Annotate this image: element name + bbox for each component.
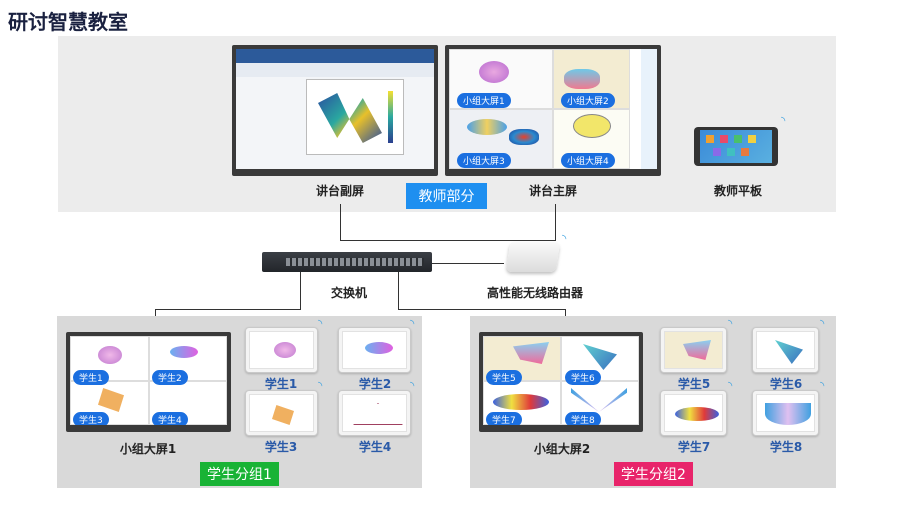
- student-tablet: [338, 327, 411, 373]
- connector-line: [340, 240, 556, 241]
- podium-main-screen-label: 讲台主屏: [528, 184, 578, 198]
- group-screen-2-label: 小组大屏2: [533, 442, 591, 456]
- student-tablet: [245, 327, 318, 373]
- podium-main-screen: 小组大屏1 小组大屏2 小组大屏3 小组大屏4: [445, 45, 661, 176]
- connector-line: [555, 204, 556, 241]
- podium-sub-screen: [232, 45, 438, 176]
- student-tablet-label: 学生8: [769, 440, 803, 454]
- student-tablet-label: 学生7: [677, 440, 711, 454]
- connector-line: [398, 272, 399, 310]
- wifi-icon: ◝: [562, 232, 567, 245]
- wireless-router: [505, 242, 561, 272]
- student-screen-tag: 学生6: [565, 370, 601, 385]
- wifi-icon: ◝: [318, 317, 323, 330]
- student-group-1-button[interactable]: 学生分组1: [200, 462, 279, 486]
- connector-line: [340, 204, 341, 241]
- student-tablet: [338, 390, 411, 436]
- connector-line: [432, 263, 504, 264]
- wifi-icon: ◝: [410, 379, 415, 392]
- student-screen-tag: 学生1: [73, 370, 109, 385]
- student-tablet-label: 学生5: [677, 377, 711, 391]
- router-label: 高性能无线路由器: [486, 286, 584, 300]
- main-screen-tag: 小组大屏1: [457, 93, 511, 108]
- student-screen-tag: 学生8: [565, 412, 601, 425]
- student-tablet-label: 学生2: [358, 377, 392, 391]
- student-group-2-button[interactable]: 学生分组2: [614, 462, 693, 486]
- network-switch: [262, 252, 432, 272]
- student-screen-tag: 学生3: [73, 412, 109, 425]
- page-title: 研讨智慧教室: [8, 10, 128, 34]
- teacher-tablet: [694, 127, 778, 166]
- student-screen-tag: 学生4: [152, 412, 188, 425]
- wifi-icon: ◝: [781, 114, 786, 127]
- student-tablet: [660, 390, 727, 436]
- student-tablet-label: 学生1: [264, 377, 298, 391]
- teacher-section-button[interactable]: 教师部分: [406, 183, 487, 209]
- wifi-icon: ◝: [820, 379, 825, 392]
- switch-label: 交换机: [330, 286, 368, 300]
- main-screen-tag: 小组大屏4: [561, 153, 615, 168]
- wifi-icon: ◝: [728, 317, 733, 330]
- main-screen-tag: 小组大屏3: [457, 153, 511, 168]
- student-tablet: [752, 390, 819, 436]
- group-screen-1: 学生1 学生2 学生3 学生4: [66, 332, 231, 432]
- student-tablet-label: 学生4: [358, 440, 392, 454]
- connector-line: [300, 272, 301, 310]
- connector-line: [398, 309, 566, 310]
- student-screen-tag: 学生7: [486, 412, 522, 425]
- student-tablet: [752, 327, 819, 373]
- wifi-icon: ◝: [410, 317, 415, 330]
- wifi-icon: ◝: [318, 379, 323, 392]
- wifi-icon: ◝: [728, 379, 733, 392]
- connector-line: [155, 309, 301, 310]
- group-screen-1-label: 小组大屏1: [119, 442, 177, 456]
- group-screen-2: 学生5 学生6 学生7 学生8: [479, 332, 643, 432]
- main-screen-tag: 小组大屏2: [561, 93, 615, 108]
- podium-sub-screen-label: 讲台副屏: [315, 184, 365, 198]
- student-tablet: [245, 390, 318, 436]
- wifi-icon: ◝: [820, 317, 825, 330]
- student-tablet-label: 学生3: [264, 440, 298, 454]
- student-screen-tag: 学生5: [486, 370, 522, 385]
- student-tablet: [660, 327, 727, 373]
- teacher-tablet-label: 教师平板: [713, 184, 763, 198]
- student-screen-tag: 学生2: [152, 370, 188, 385]
- student-tablet-label: 学生6: [769, 377, 803, 391]
